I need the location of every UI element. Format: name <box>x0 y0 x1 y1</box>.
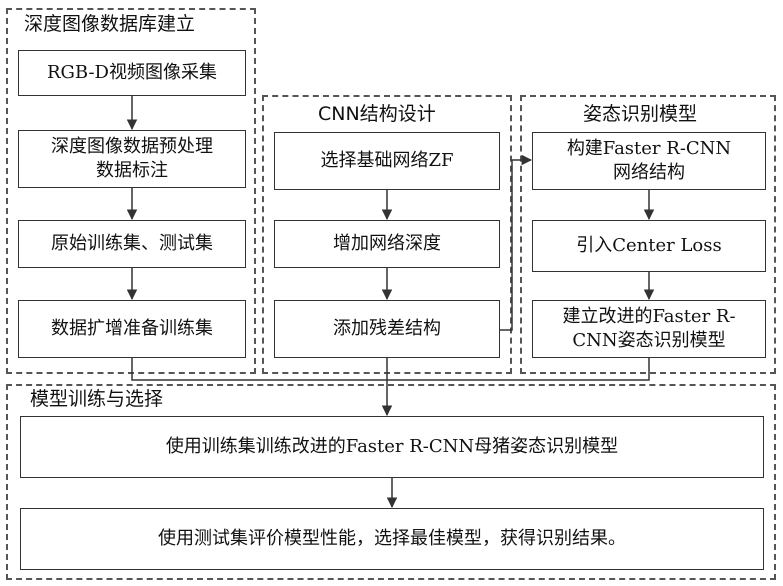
step-center-loss: 引入Center Loss <box>532 220 766 272</box>
group-title-posture-model: 姿态识别模型 <box>583 103 697 125</box>
step-evaluate-select: 使用测试集评价模型性能，选择最佳模型，获得识别结果。 <box>20 508 764 570</box>
step-increase-depth: 增加网络深度 <box>274 220 500 268</box>
group-title-depth-database: 深度图像数据库建立 <box>24 13 195 35</box>
step-raw-datasets: 原始训练集、测试集 <box>18 220 246 268</box>
group-title-cnn-design: CNN结构设计 <box>318 103 436 125</box>
step-add-residual: 添加残差结构 <box>274 300 500 358</box>
step-rgbd-capture: RGB-D视频图像采集 <box>18 50 246 96</box>
step-select-zf: 选择基础网络ZF <box>274 132 500 190</box>
step-train-model: 使用训练集训练改进的Faster R-CNN母猪姿态识别模型 <box>20 416 764 478</box>
step-augment-train: 数据扩增准备训练集 <box>18 300 246 358</box>
group-title-training-selection: 模型训练与选择 <box>30 388 163 410</box>
step-improved-model: 建立改进的Faster R- CNN姿态识别模型 <box>532 300 766 358</box>
step-build-faster-rcnn: 构建Faster R-CNN 网络结构 <box>532 132 766 190</box>
step-preprocess-label: 深度图像数据预处理 数据标注 <box>18 130 246 188</box>
